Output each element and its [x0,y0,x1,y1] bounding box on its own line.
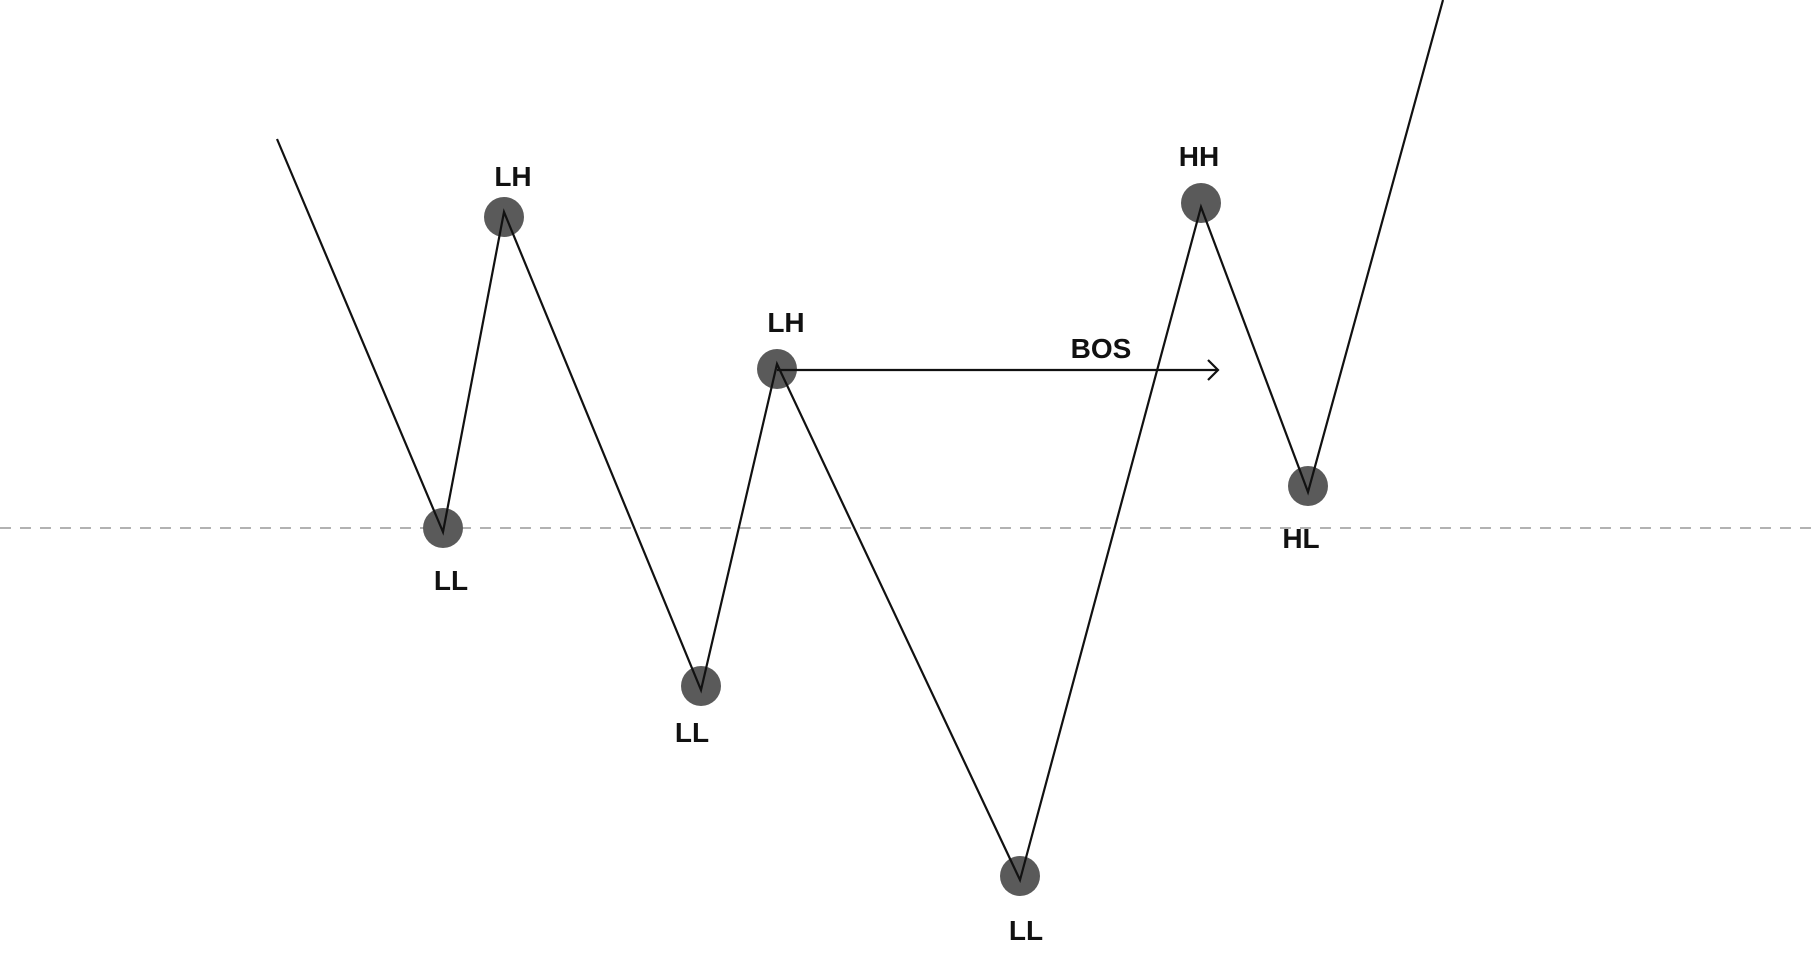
swing-label-lh-1: LH [494,161,531,192]
swing-label-ll-2: LL [675,717,709,748]
swing-point-hh [1181,183,1221,223]
swing-label-lh-2: LH [767,307,804,338]
price-path [275,0,1445,884]
swing-label-ll-1: LL [434,565,468,596]
swing-point-hl [1288,466,1328,506]
swing-label-ll-3: LL [1009,915,1043,946]
swing-label-hl: HL [1282,523,1319,554]
bos-label: BOS [1071,333,1132,364]
bos-arrow-head [1207,359,1220,381]
swing-label-hh: HH [1179,141,1219,172]
